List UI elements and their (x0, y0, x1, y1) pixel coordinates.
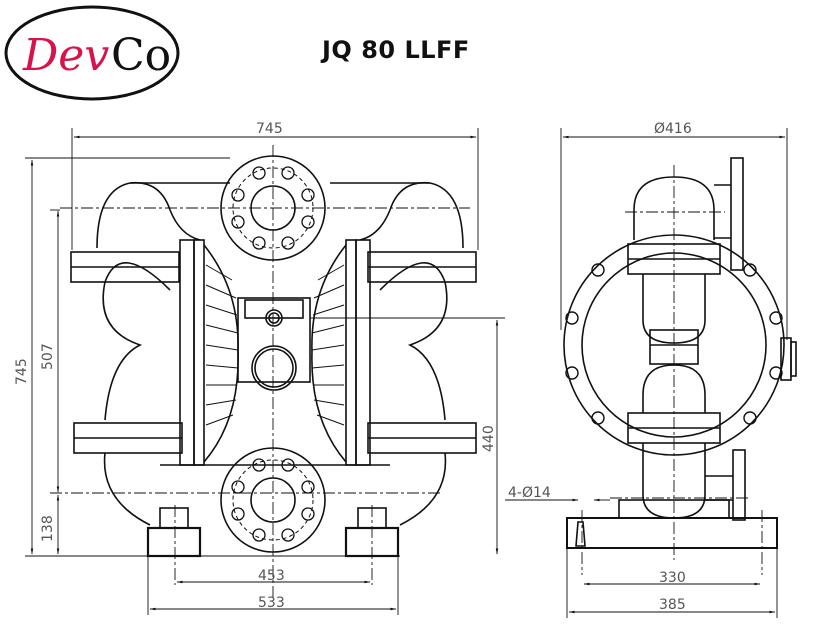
side-view (563, 157, 797, 575)
dim-overall-width: 745 (256, 121, 283, 137)
logo-dev-text: Dev (22, 30, 109, 81)
model-title: JQ 80 LLFF (322, 36, 470, 64)
dim-chamber-diameter: Ø416 (654, 121, 692, 137)
dim-overall-height: 745 (14, 358, 30, 385)
side-dimensions (505, 128, 788, 618)
dim-base-height: 138 (40, 515, 56, 542)
front-dimensions (25, 128, 505, 615)
devco-logo: Dev Co (3, 4, 181, 102)
dim-side-foot-spacing: 330 (659, 570, 686, 586)
dim-base-width: 533 (258, 595, 285, 611)
dim-port-centers: 507 (40, 343, 56, 370)
front-view (50, 145, 477, 600)
dim-mounting-holes: 4-Ø14 (508, 485, 551, 501)
dim-air-height: 440 (481, 425, 497, 452)
dim-foot-spacing: 453 (258, 568, 285, 584)
logo-co-text: Co (111, 30, 171, 81)
dim-side-base-length: 385 (659, 597, 686, 613)
